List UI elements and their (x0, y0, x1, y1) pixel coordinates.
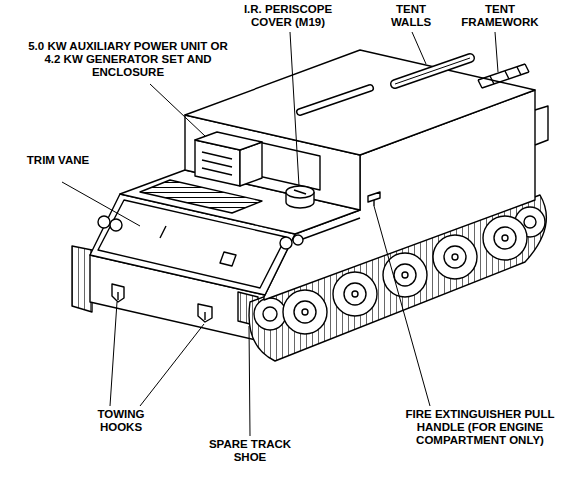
tent-walls (395, 58, 470, 84)
part-label-text: TENT FRAMEWORK (461, 3, 538, 28)
part-label-text: FIRE EXTINGUISHER PULL HANDLE (FOR ENGIN… (406, 408, 555, 446)
generator-enclosure (202, 152, 232, 175)
road-wheel (444, 246, 466, 268)
part-label: SPARE TRACK SHOE (200, 438, 300, 464)
far-track (72, 246, 92, 312)
road-wheel (302, 309, 308, 315)
headlight (110, 219, 122, 231)
trim-vane (220, 252, 236, 266)
towing-hook (112, 284, 212, 322)
towing-hook (112, 284, 124, 302)
leader-line (495, 32, 498, 72)
part-label: TENT WALLS (378, 3, 444, 29)
road-wheel (502, 235, 508, 241)
road-wheel (433, 235, 477, 279)
generator-enclosure (195, 132, 262, 186)
periscope-cover (286, 186, 314, 198)
road-wheel (352, 291, 358, 297)
towing-hook (117, 292, 118, 300)
road-wheel (383, 253, 427, 297)
road-wheel (524, 216, 536, 228)
generator-enclosure (195, 132, 262, 150)
tent-walls (395, 58, 470, 84)
part-label: 5.0 KW AUXILIARY POWER UNIT OR 4.2 KW GE… (22, 40, 234, 79)
periscope-cover (294, 190, 306, 194)
trim-vane (160, 226, 166, 238)
leader-line (140, 324, 204, 406)
road-wheel (394, 264, 416, 286)
headlight (98, 216, 110, 228)
leader-line (412, 32, 426, 64)
leader-line (374, 206, 430, 406)
road-wheel (283, 290, 327, 334)
part-label-text: TRIM VANE (27, 154, 89, 166)
towing-hook (198, 304, 212, 322)
part-label: TOWING HOOKS (76, 408, 166, 434)
rear-compartment (185, 50, 535, 155)
road-wheel (483, 216, 527, 260)
part-label-text: SPARE TRACK SHOE (209, 438, 291, 463)
road-wheel (263, 307, 277, 321)
leader-line (249, 326, 250, 436)
part-label-text: 5.0 KW AUXILIARY POWER UNIT OR 4.2 KW GE… (28, 40, 228, 78)
part-label: TRIM VANE (18, 154, 98, 167)
tent-walls (300, 88, 370, 112)
road-wheel (494, 227, 516, 249)
rear-compartment (185, 50, 535, 210)
tent-framework (478, 64, 529, 88)
part-label-text: TENT WALLS (391, 3, 431, 28)
part-label: I.R. PERISCOPE COVER (M19) (232, 3, 344, 29)
road-wheel (254, 298, 286, 330)
leader-line (62, 32, 498, 436)
leader-line (110, 302, 117, 406)
part-label: TENT FRAMEWORK (448, 3, 552, 29)
road-wheel (452, 254, 458, 260)
tent-framework (478, 64, 529, 88)
periscope-cover (286, 186, 314, 208)
towing-hook (204, 312, 205, 320)
leader-line (290, 32, 299, 186)
headlight (293, 235, 303, 245)
leader-line (150, 84, 205, 136)
fire-extinguisher-handle (373, 200, 374, 206)
tent-walls (300, 88, 370, 112)
fire-extinguisher-handle (368, 192, 380, 206)
part-label-text: I.R. PERISCOPE COVER (M19) (244, 3, 332, 28)
leader-line (62, 182, 140, 226)
road-wheel (344, 283, 366, 305)
tent-framework (490, 67, 521, 84)
part-label: FIRE EXTINGUISHER PULL HANDLE (FOR ENGIN… (400, 408, 560, 447)
headlight (280, 237, 292, 249)
road-wheel (294, 301, 316, 323)
tent-walls (300, 58, 470, 112)
far-track (72, 246, 92, 312)
road-wheel (402, 272, 408, 278)
tent-walls (395, 58, 470, 84)
hull-side (535, 106, 548, 145)
road-wheel (333, 272, 377, 316)
part-label-text: TOWING HOOKS (97, 408, 144, 433)
